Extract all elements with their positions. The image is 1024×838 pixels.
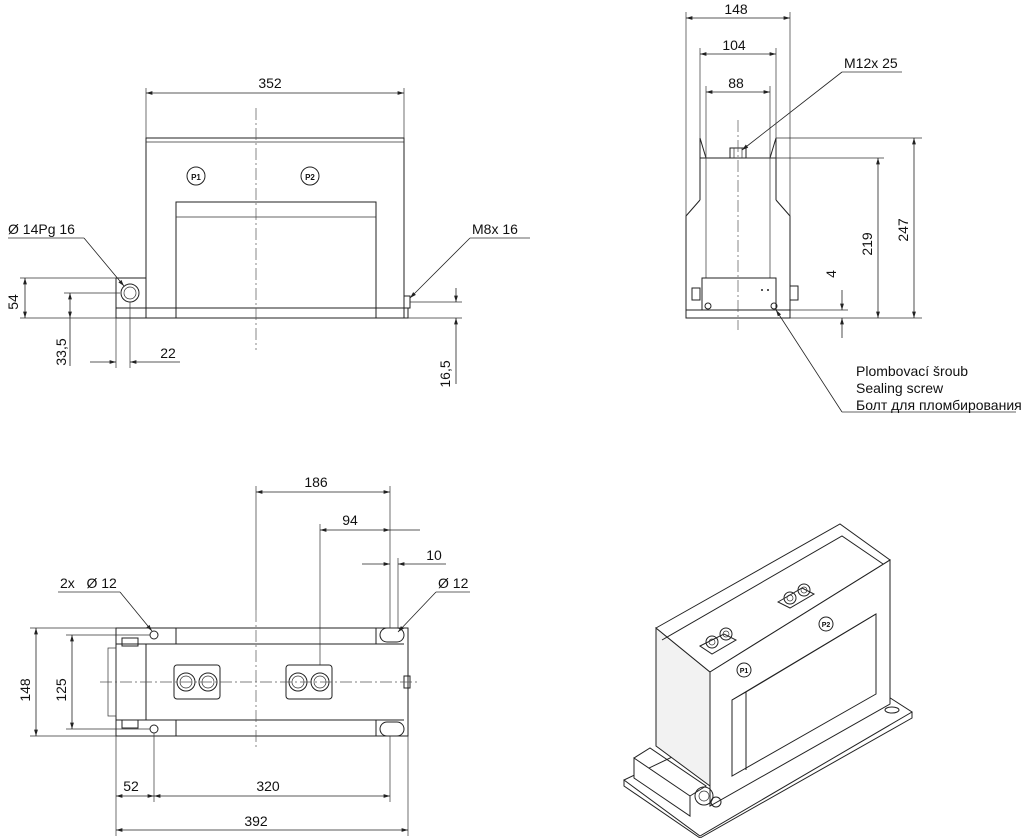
seal-label-ru: Болт для пломбирования xyxy=(856,397,1022,413)
top-dim-148: 148 xyxy=(17,678,33,702)
mounting-slot-bottom xyxy=(379,721,405,737)
iso-terminal-p2-text: P2 xyxy=(822,622,831,629)
top-dim-320: 320 xyxy=(256,778,280,794)
top-dim-94: 94 xyxy=(342,512,358,528)
front-body-outline xyxy=(145,137,405,319)
mounting-hole-bottom xyxy=(149,724,159,734)
label-front-bolt: M8x 16 xyxy=(472,221,518,237)
front-terminal-box xyxy=(115,277,147,319)
iso-terminal-p1-text: P1 xyxy=(740,668,749,675)
side-dim-88: 88 xyxy=(728,75,744,91)
mounting-slot-top xyxy=(379,627,405,643)
side-dim-247: 247 xyxy=(895,218,911,242)
front-dim-22: 22 xyxy=(160,345,176,361)
seal-label-cz: Plombovací šroub xyxy=(856,363,968,379)
side-right-flank xyxy=(775,199,791,318)
label-mounting-holes: 2x Ø 12 xyxy=(60,575,117,591)
front-earth-bolt xyxy=(403,295,411,309)
side-gland xyxy=(691,287,701,301)
iso-cable-gland xyxy=(694,786,714,806)
top-dim-392: 392 xyxy=(244,813,268,829)
top-view: 186 94 10 2x Ø 12 Ø 12 148 125 xyxy=(17,474,470,836)
terminal-p1-marker xyxy=(186,166,206,186)
top-dim-186: 186 xyxy=(304,474,328,490)
iso-terminal-p1-marker xyxy=(736,662,752,678)
top-dim-125: 125 xyxy=(53,678,69,702)
front-terminal-p2-text: P2 xyxy=(305,173,315,182)
iso-terminal-bolts xyxy=(699,583,816,655)
front-dim-width: 352 xyxy=(258,75,282,91)
side-dim-148: 148 xyxy=(724,1,748,17)
side-dim-219: 219 xyxy=(859,232,875,256)
label-cable-gland: Ø 14Pg 16 xyxy=(8,221,75,237)
front-window xyxy=(175,201,377,319)
label-slot-hole: Ø 12 xyxy=(438,575,469,591)
seal-label-en: Sealing screw xyxy=(856,380,944,396)
label-side-bolt: M12x 25 xyxy=(844,55,898,71)
side-earth-bolt xyxy=(789,285,799,301)
side-terminal-box xyxy=(701,277,777,311)
top-dim-10: 10 xyxy=(426,547,442,563)
iso-terminal-p2-marker xyxy=(818,616,834,632)
side-dim-104: 104 xyxy=(722,37,746,53)
front-dim-16-5: 16,5 xyxy=(437,360,453,387)
terminal-p2-marker xyxy=(300,166,320,186)
sealing-screw xyxy=(704,302,712,310)
front-dim-54: 54 xyxy=(5,294,21,310)
mounting-hole-top xyxy=(149,630,159,640)
iso-terminal-box xyxy=(633,757,691,817)
front-dim-33-5: 33,5 xyxy=(53,338,69,365)
side-view: 148 104 88 M12x 25 247 219 4 Plombovací xyxy=(685,1,1022,413)
front-terminal-p1-text: P1 xyxy=(191,173,201,182)
front-view: P1 P2 352 54 33,5 22 16,5 xyxy=(5,75,530,388)
iso-view: P1 P2 xyxy=(623,523,913,838)
side-dim-4: 4 xyxy=(823,270,839,278)
front-base-plate xyxy=(115,307,409,319)
top-dim-52: 52 xyxy=(123,778,139,794)
